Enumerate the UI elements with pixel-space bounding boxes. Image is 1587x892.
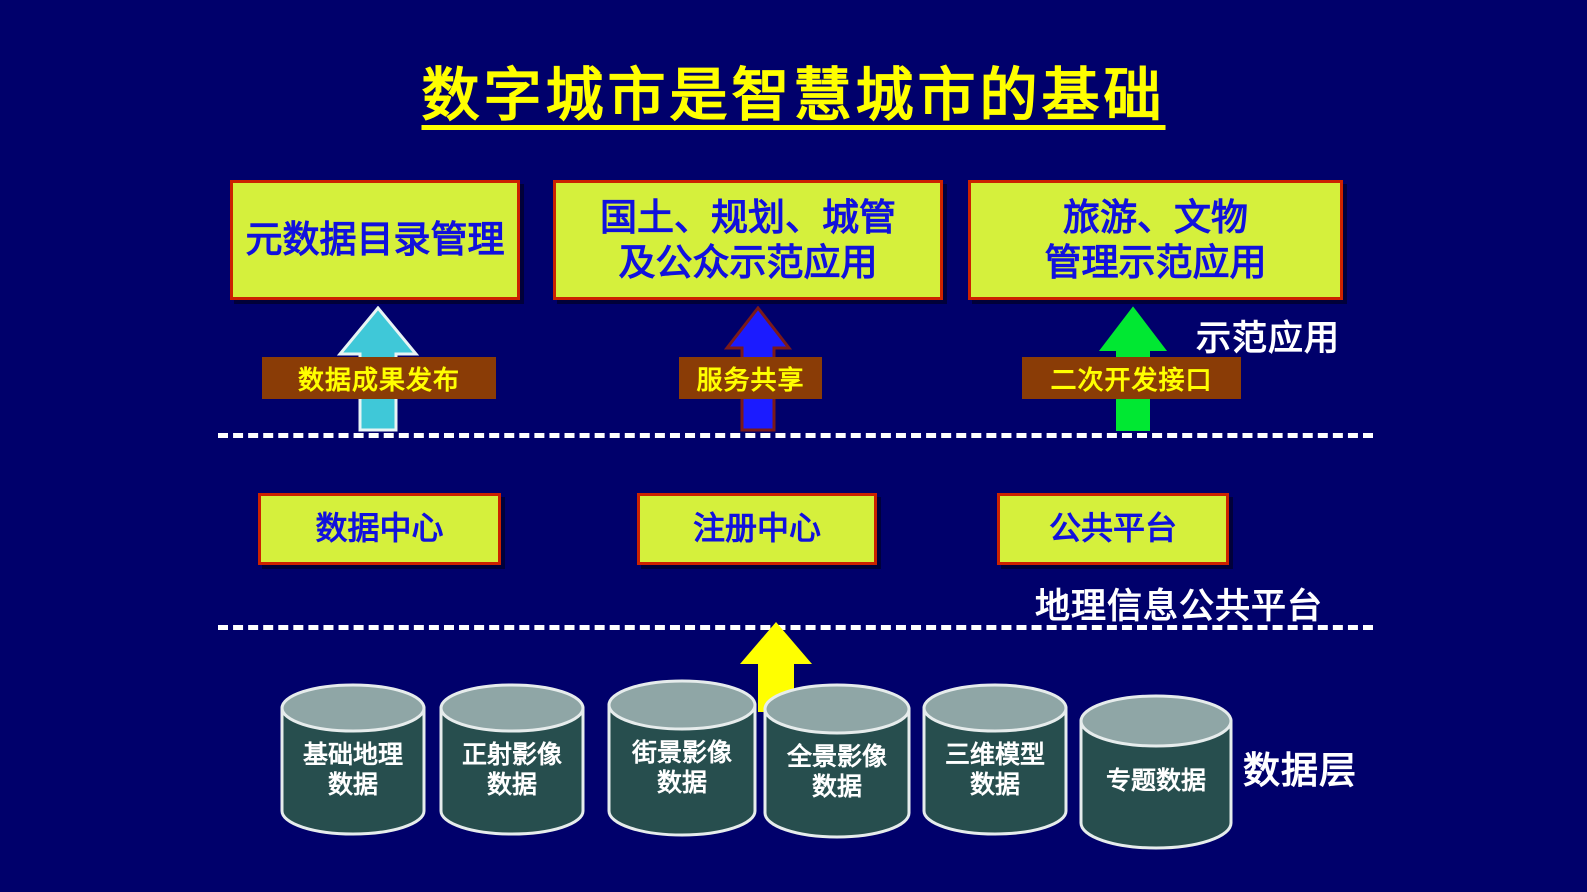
data-cylinder-thematic-data[interactable]: 专题数据	[1078, 693, 1234, 855]
layer-divider-platform	[218, 625, 1373, 630]
app-box-land-planning-urban[interactable]: 国土、规划、城管 及公众示范应用	[553, 180, 943, 300]
app-box-metadata-catalog[interactable]: 元数据目录管理	[230, 180, 520, 300]
app-box-3-line-1: 旅游、文物	[1063, 195, 1248, 239]
page-title: 数字城市是智慧城市的基础	[421, 61, 1166, 129]
layer-divider-application	[218, 433, 1373, 438]
platform-box-data-center[interactable]: 数据中心	[258, 493, 501, 565]
platform-box-registry-center[interactable]: 注册中心	[637, 493, 877, 565]
connector-label-data-release: 数据成果发布	[262, 357, 496, 399]
app-box-tourism-heritage[interactable]: 旅游、文物 管理示范应用	[968, 180, 1343, 300]
app-box-1-line-1: 元数据目录管理	[245, 218, 505, 262]
data-cylinder-3d-model[interactable]: 三维模型 数据	[921, 682, 1069, 841]
platform-box-2-label: 注册中心	[692, 509, 821, 548]
data-cylinder-ortho-image[interactable]: 正射影像 数据	[438, 682, 586, 841]
layer-label-gis-public-platform: 地理信息公共平台	[1035, 587, 1324, 627]
data-cylinder-panorama[interactable]: 全景影像 数据	[762, 682, 912, 844]
layer-label-data-layer: 数据层	[1243, 749, 1357, 792]
platform-box-3-label: 公共平台	[1048, 509, 1177, 548]
layer-label-demo-application: 示范应用	[1196, 319, 1341, 359]
connector-label-service-sharing: 服务共享	[679, 357, 822, 399]
data-cylinder-street-view[interactable]: 街景影像 数据	[606, 678, 758, 842]
app-box-2-line-2: 及公众示范应用	[618, 241, 878, 284]
app-box-2-line-1: 国土、规划、城管	[600, 195, 896, 239]
data-cylinder-basic-geo[interactable]: 基础地理 数据	[279, 682, 427, 841]
connector-label-secondary-development: 二次开发接口	[1022, 357, 1241, 399]
platform-box-public-platform[interactable]: 公共平台	[997, 493, 1229, 565]
app-box-3-line-2: 管理示范应用	[1044, 241, 1267, 284]
platform-box-1-label: 数据中心	[315, 509, 444, 548]
